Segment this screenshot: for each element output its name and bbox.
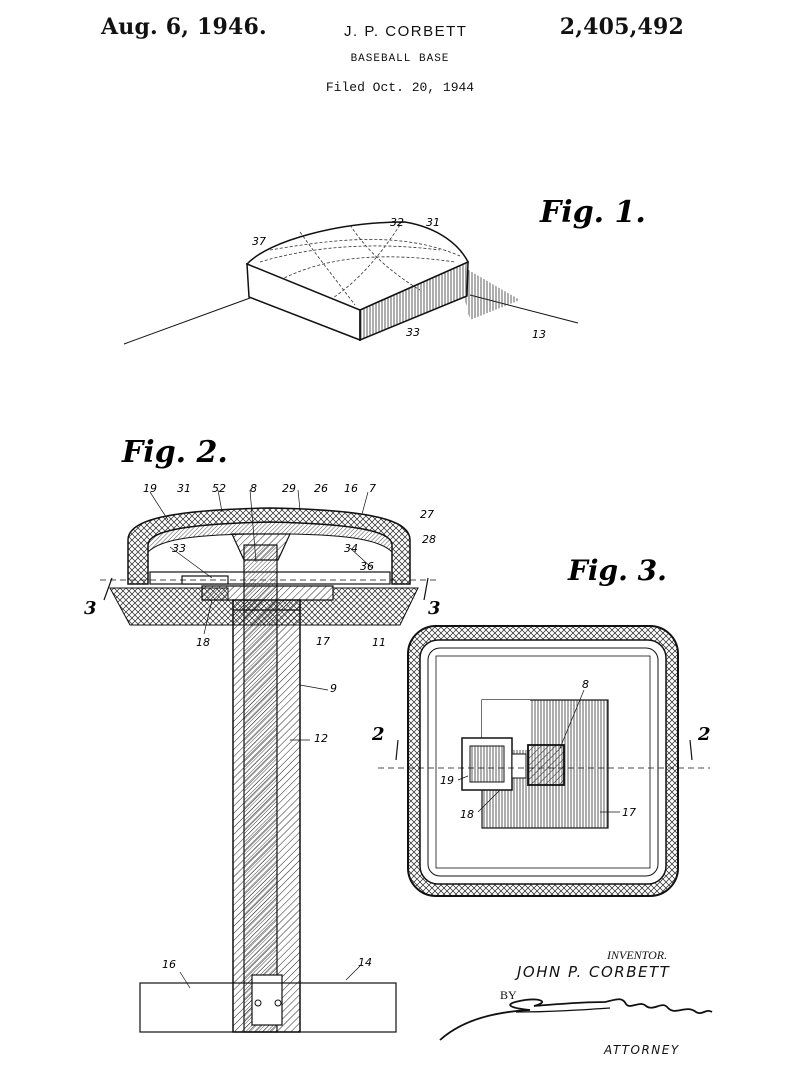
patent-title: BASEBALL BASE: [350, 53, 450, 65]
inventor-header: J. P. CORBETT: [344, 23, 468, 40]
section-marker: 2: [697, 724, 711, 745]
ref-numeral: 52: [212, 482, 226, 495]
ref-numeral: 12: [314, 732, 328, 745]
fig2-label: Fig. 2.: [121, 435, 228, 470]
by-label: BY: [500, 988, 517, 1002]
ref-numeral: 37: [252, 235, 266, 248]
ref-numeral: 7: [369, 482, 376, 495]
ref-numeral: 19: [143, 482, 157, 495]
ref-numeral: 14: [358, 956, 372, 969]
ref-numeral: 18: [460, 808, 474, 821]
ref-numeral: 26: [314, 482, 328, 495]
ref-numeral: 28: [422, 533, 436, 546]
ref-numeral: 16: [344, 482, 358, 495]
fig1-label: Fig. 1.: [539, 195, 646, 230]
ref-numeral: 33: [406, 326, 420, 339]
patent-date: Aug. 6, 1946.: [101, 14, 267, 40]
ref-numeral: 32: [390, 216, 404, 229]
fig1-drawing: [123, 221, 579, 345]
ref-numeral: 29: [282, 482, 296, 495]
ref-numeral: 34: [344, 542, 358, 555]
ref-numeral: 17: [622, 806, 636, 819]
fig2-drawing: [100, 489, 440, 1033]
ref-numeral: 16: [162, 958, 176, 971]
ref-numeral: 13: [532, 328, 546, 341]
ref-numeral: 17: [316, 635, 330, 648]
fig3-drawing: [378, 625, 710, 897]
fig3-label: Fig. 3.: [567, 554, 667, 587]
attorney-signature: [439, 998, 713, 1041]
inventor-label: INVENTOR.: [607, 948, 668, 962]
ref-numeral: 8: [250, 482, 257, 495]
section-marker: 3: [428, 598, 441, 619]
ref-numeral: 9: [330, 682, 337, 695]
attorney-label: ATTORNEY: [604, 1043, 680, 1057]
ref-numeral: 8: [582, 678, 589, 691]
section-marker: 2: [371, 724, 385, 745]
patent-number: 2,405,492: [559, 14, 684, 40]
filed-date: Filed Oct. 20, 1944: [325, 80, 475, 95]
ref-numeral: 19: [440, 774, 454, 787]
inventor-name: JOHN P. CORBETT: [517, 963, 671, 981]
ref-numeral: 36: [360, 560, 374, 573]
ref-numeral: 33: [172, 542, 186, 555]
ref-numeral: 31: [426, 216, 440, 229]
ref-numeral: 31: [177, 482, 191, 495]
ref-numeral: 27: [420, 508, 434, 521]
section-marker: 3: [84, 598, 97, 619]
ref-numeral: 18: [196, 636, 210, 649]
ref-numeral: 11: [372, 636, 386, 649]
